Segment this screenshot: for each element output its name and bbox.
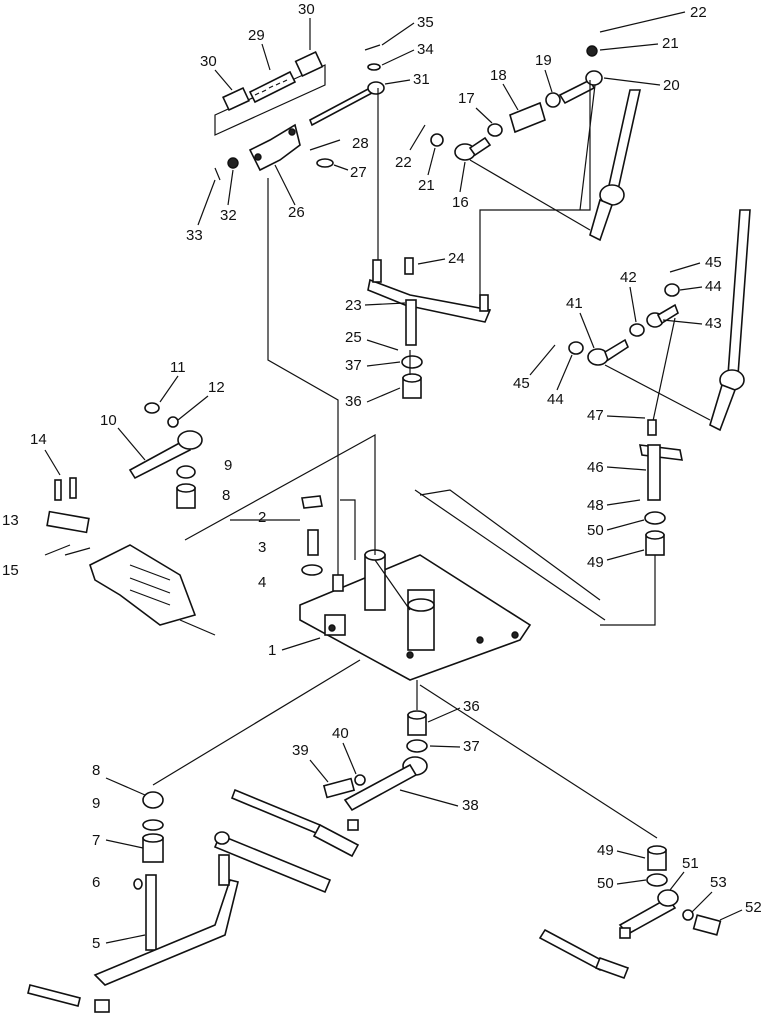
callout-53: 53 (710, 874, 727, 891)
callout-47: 47 (587, 407, 604, 424)
callout-9b: 9 (92, 795, 100, 812)
callout-labels: 1 2 3 4 5 6 7 8 8 9 9 10 11 12 13 14 15 … (2, 1, 762, 952)
callout-11: 11 (170, 359, 186, 376)
callout-32: 32 (220, 207, 237, 224)
callout-3: 3 (258, 539, 266, 556)
top-right-linkage (430, 45, 641, 242)
callout-2: 2 (258, 509, 266, 526)
callout-24: 24 (448, 250, 465, 267)
center-arm-23 (367, 257, 492, 399)
callout-46: 46 (587, 459, 604, 476)
callout-40: 40 (332, 725, 349, 742)
callout-30a: 30 (200, 53, 217, 70)
callout-49b: 49 (597, 842, 614, 859)
callout-9a: 9 (224, 457, 232, 474)
lower-left-arm (27, 791, 332, 1013)
callout-36b: 36 (463, 698, 480, 715)
callout-7: 7 (92, 832, 100, 849)
callout-50b: 50 (597, 875, 614, 892)
callout-23: 23 (345, 297, 362, 314)
callout-8a: 8 (222, 487, 230, 504)
callout-28: 28 (352, 135, 369, 152)
lower-right-arm (538, 845, 722, 980)
callout-8b: 8 (92, 762, 100, 779)
callout-20: 20 (663, 77, 680, 94)
base-plate (299, 549, 532, 681)
rod-31 (308, 44, 385, 127)
spring-rod-assembly (214, 51, 326, 136)
callout-35: 35 (417, 14, 434, 31)
callout-52: 52 (745, 899, 762, 916)
callout-42: 42 (620, 269, 637, 286)
callout-25: 25 (345, 329, 362, 346)
callout-37a: 37 (345, 357, 362, 374)
callout-31: 31 (413, 71, 430, 88)
callout-49a: 49 (587, 554, 604, 571)
callout-21a: 21 (662, 35, 679, 52)
callout-4: 4 (258, 574, 266, 591)
callout-30b: 30 (298, 1, 315, 18)
callout-18: 18 (490, 67, 507, 84)
callout-10: 10 (100, 412, 117, 429)
callout-44a: 44 (705, 278, 722, 295)
callout-13: 13 (2, 512, 19, 529)
callout-19: 19 (535, 52, 552, 69)
callout-15: 15 (2, 562, 19, 579)
bracket-assembly (214, 123, 341, 181)
callout-26: 26 (288, 204, 305, 221)
callout-5: 5 (92, 935, 100, 952)
callout-29: 29 (248, 27, 265, 44)
callout-36a: 36 (345, 393, 362, 410)
callout-22a: 22 (690, 4, 707, 21)
callout-48: 48 (587, 497, 604, 514)
callout-51: 51 (682, 855, 699, 872)
callout-45b: 45 (513, 375, 530, 392)
callout-14: 14 (30, 431, 47, 448)
leader-lines (152, 80, 658, 839)
callout-43: 43 (705, 315, 722, 332)
callout-39: 39 (292, 742, 309, 759)
callout-34: 34 (417, 41, 434, 58)
right-linkage (568, 209, 751, 556)
callout-27: 27 (350, 164, 367, 181)
small-parts-center (301, 495, 344, 592)
callout-22b: 22 (395, 154, 412, 171)
callout-21b: 21 (418, 177, 435, 194)
callout-16: 16 (452, 194, 469, 211)
callout-12: 12 (208, 379, 225, 396)
callout-17: 17 (458, 90, 475, 107)
callout-1: 1 (268, 642, 276, 659)
callout-41: 41 (566, 295, 583, 312)
callout-50a: 50 (587, 522, 604, 539)
callout-33: 33 (186, 227, 203, 244)
callout-6: 6 (92, 874, 100, 891)
callout-38: 38 (462, 797, 479, 814)
callout-37b: 37 (463, 738, 480, 755)
lower-center-arm (230, 710, 428, 858)
callout-45a: 45 (705, 254, 722, 271)
callout-44b: 44 (547, 391, 564, 408)
left-linkage (44, 402, 216, 636)
